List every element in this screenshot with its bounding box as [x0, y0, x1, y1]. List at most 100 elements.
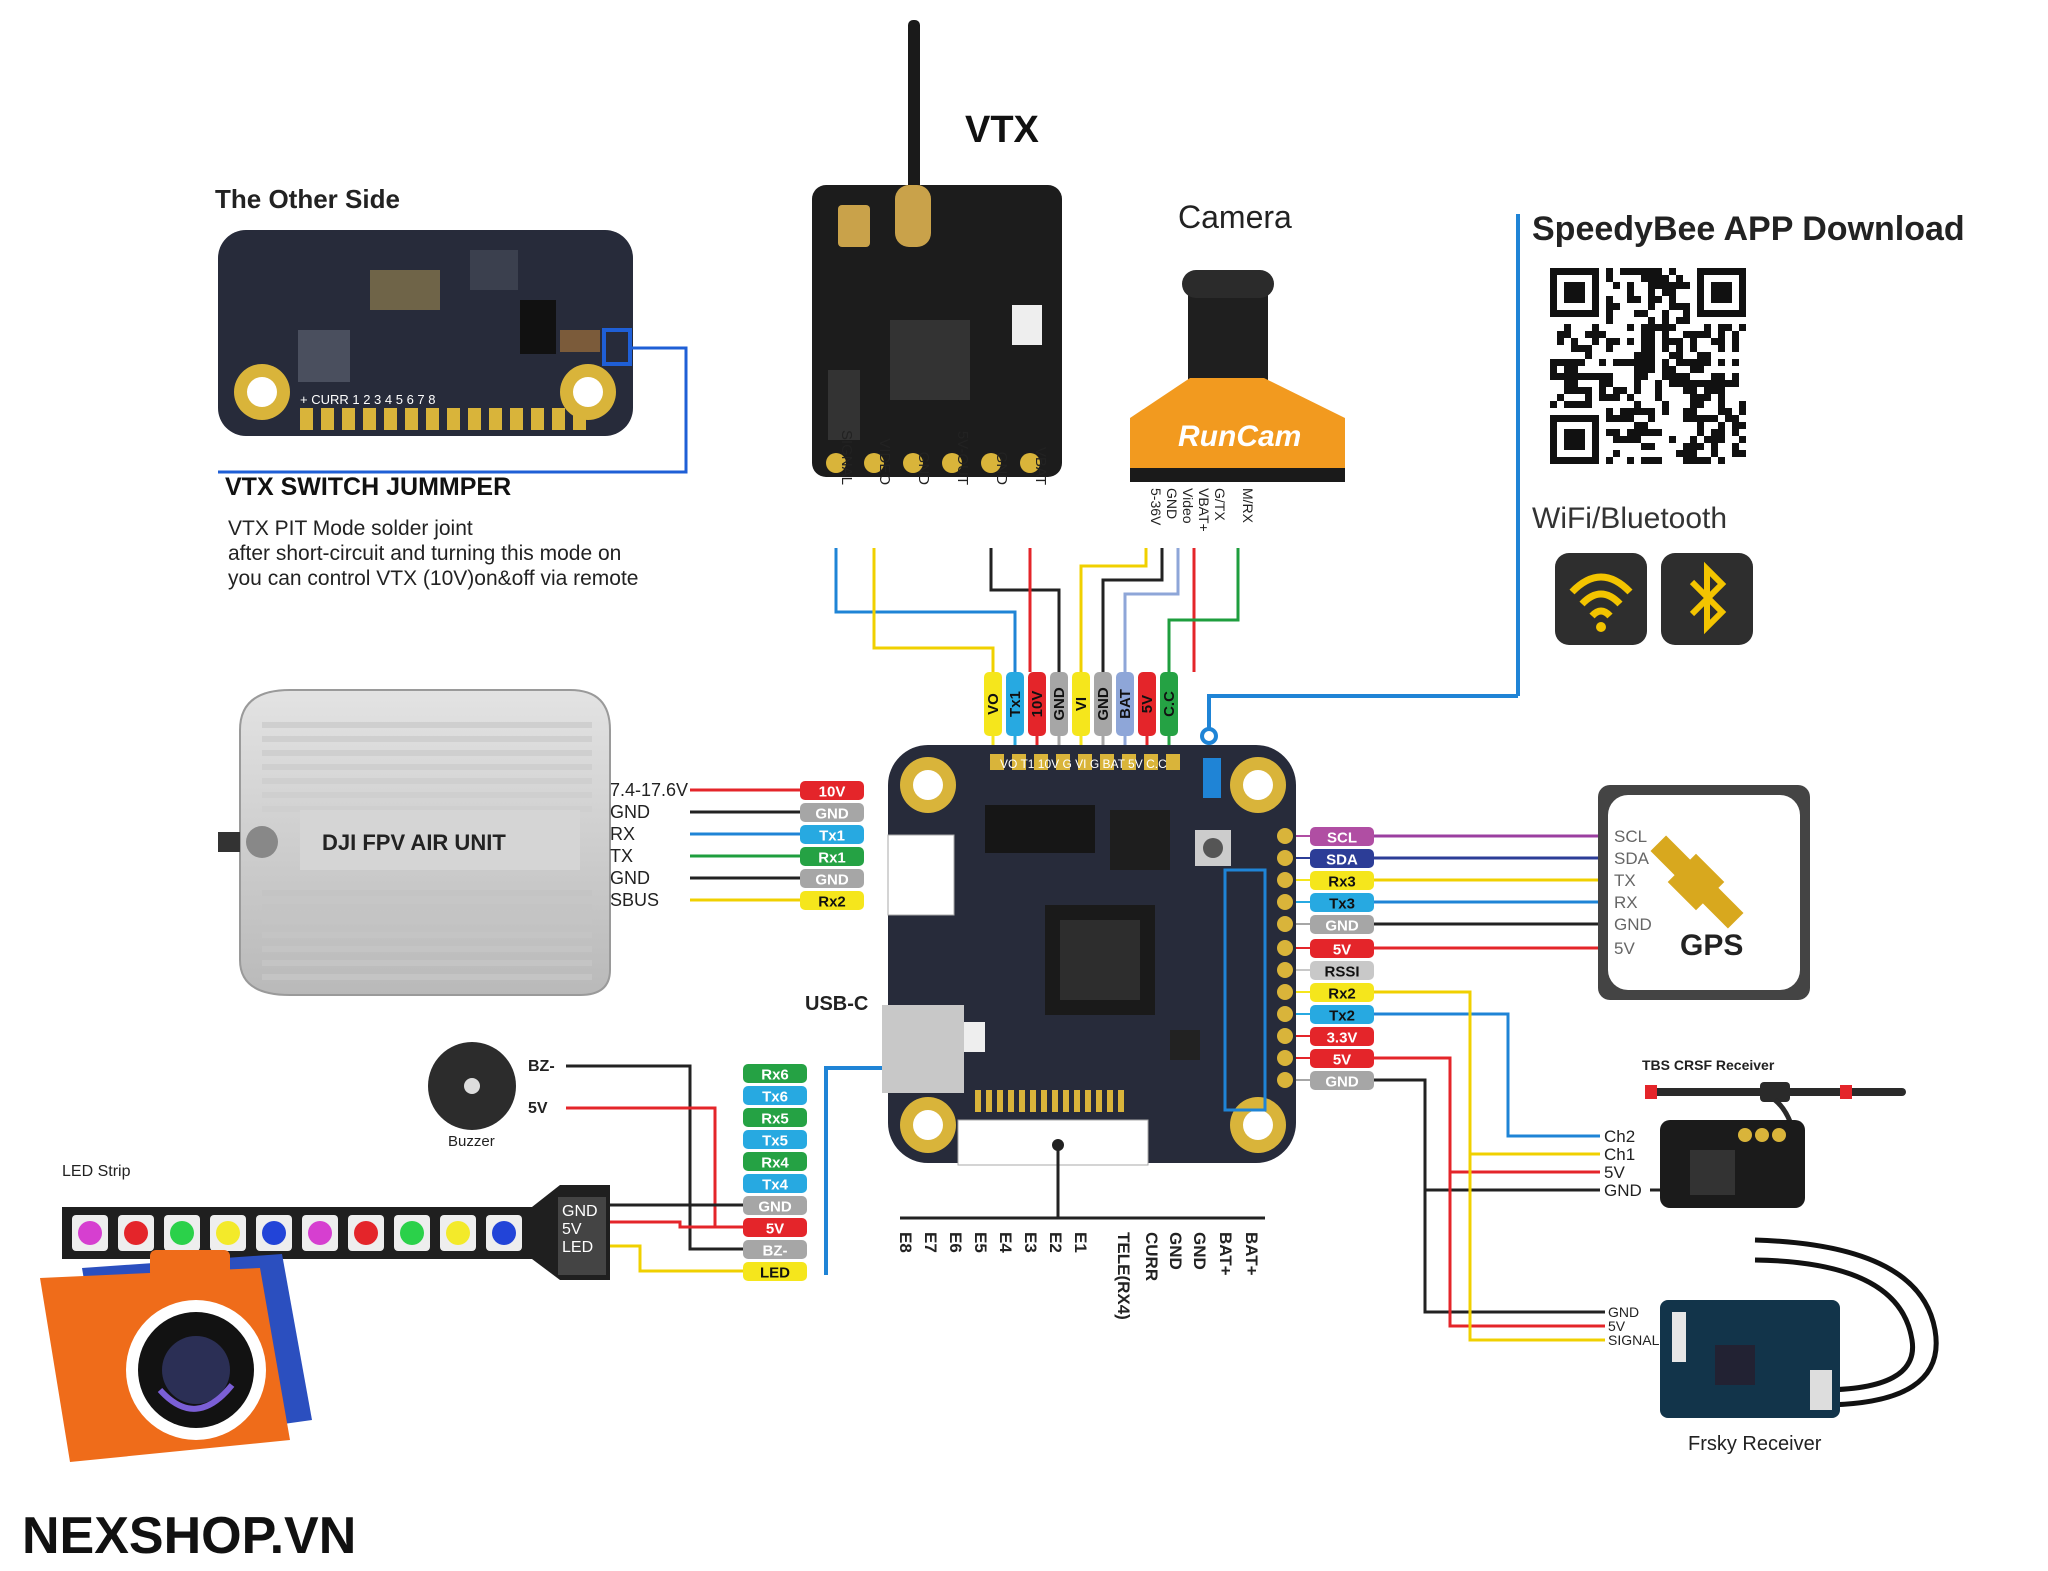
qr-code: [1544, 262, 1752, 470]
right-pad-swatch: [1310, 849, 1374, 868]
flight-controller: [882, 727, 1296, 1166]
camera-pin-label: 5-36V: [1148, 488, 1164, 526]
tbs-pin-label: Ch2: [1604, 1127, 1635, 1146]
board-bottom-solder-pad: [975, 1090, 981, 1112]
right-pad-swatch: [1310, 1005, 1374, 1024]
wire: [1374, 1056, 1600, 1174]
board-right-solder-pad: [1277, 916, 1293, 932]
board-top-solder-pad: [990, 754, 1004, 770]
camera-pin-label: VBAT+: [1196, 488, 1212, 532]
bottom-pin-label: CURR: [1142, 1232, 1161, 1281]
right-pad-label: SDA: [1326, 852, 1358, 869]
top-pad: GND: [1094, 672, 1112, 736]
bottom-pin-label: E5: [971, 1232, 990, 1253]
tbs-pin-label: GND: [1604, 1181, 1642, 1200]
dji-pad-label: GND: [815, 872, 849, 889]
vtx-pad: [903, 453, 923, 473]
wire: [1207, 694, 1518, 730]
right-pad-label: RSSI: [1324, 964, 1359, 981]
top-pad-label: Tx1: [1007, 691, 1024, 717]
wifi-icon: [1555, 553, 1647, 645]
led-pin-label: LED: [562, 1239, 593, 1256]
left-bottom-pad-swatch: [743, 1240, 807, 1259]
gps-pin-label: GND: [1614, 915, 1652, 934]
led-light: [78, 1221, 102, 1245]
left-bottom-pad-swatch: [743, 1152, 807, 1171]
wire: [1374, 1078, 1600, 1192]
gps-pin-label: RX: [1614, 893, 1638, 912]
frsky-pin-label: SIGNAL: [1608, 1332, 1660, 1348]
other-side-pad: [531, 408, 544, 430]
board-bottom-solder-pad: [1107, 1090, 1113, 1112]
gps-module: GPS: [1598, 785, 1810, 1000]
wire: [989, 548, 1061, 672]
bottom-pin-label: E3: [1021, 1232, 1040, 1253]
frsky-receiver: [1660, 1237, 1939, 1418]
bottom-pin-label: E1: [1071, 1232, 1090, 1253]
top-pad: 5V: [1138, 672, 1156, 736]
right-pad-label: Tx2: [1329, 1008, 1355, 1025]
top-pad-swatch: [1160, 672, 1178, 736]
board-bottom-solder-pad: [1019, 1090, 1025, 1112]
right-pad: RSSI: [1310, 961, 1374, 981]
top-pad-label: GND: [1095, 687, 1112, 721]
vtx-pin-label: VBAT: [1032, 447, 1049, 485]
board-bottom-solder-pad: [1096, 1090, 1102, 1112]
right-pad-swatch: [1310, 1071, 1374, 1090]
right-pad-swatch: [1310, 893, 1374, 912]
dji-pin-label: SBUS: [610, 890, 659, 910]
board-bottom-solder-pad: [986, 1090, 992, 1112]
right-pad: Tx2: [1310, 1005, 1374, 1025]
jumper-callout-line: [218, 346, 688, 474]
top-pad: 10V: [1028, 672, 1046, 736]
left-bottom-pad-swatch: [743, 1196, 807, 1215]
board-top-solder-pad: [1012, 754, 1026, 770]
led-light: [262, 1221, 286, 1245]
top-pad-label: 5V: [1139, 695, 1156, 713]
right-pad-swatch: [1310, 871, 1374, 890]
other-side-pad: [573, 408, 586, 430]
led-light: [446, 1221, 470, 1245]
left-bottom-pad-swatch: [743, 1262, 807, 1281]
right-pad-swatch: [1310, 915, 1374, 934]
other-side-title: The Other Side: [215, 184, 400, 214]
vtx-pad: [981, 453, 1001, 473]
usb-c-port[interactable]: [882, 1005, 964, 1093]
right-pad: 5V: [1310, 1049, 1374, 1069]
frsky-title: Frsky Receiver: [1688, 1433, 1822, 1455]
top-pad: BAT: [1116, 672, 1134, 736]
dji-pad-label: Tx1: [819, 828, 845, 845]
satellite-icon: [1650, 835, 1744, 929]
wifi-bt-title: WiFi/Bluetooth: [1532, 502, 1727, 535]
board-top-silk: VO T1 10V G VI G BAT 5V C.C: [1000, 757, 1167, 771]
gps-pin-label: SCL: [1614, 827, 1647, 846]
top-pad-swatch: [1116, 672, 1134, 736]
left-bottom-pad-label: Tx5: [762, 1133, 788, 1150]
camera-title: Camera: [1178, 199, 1292, 235]
board-bottom-solder-pad: [1063, 1090, 1069, 1112]
board-right-solder-pad: [1277, 894, 1293, 910]
left-bottom-pad: Tx6: [743, 1086, 807, 1106]
dji-pad-label: 10V: [819, 784, 846, 801]
bottom-pin-label: BAT+: [1216, 1232, 1235, 1276]
other-side-pad: [405, 408, 418, 430]
other-side-board: The Other Side + CURR 1 2 3 4 5 6 7 8: [215, 184, 633, 436]
left-bottom-pad: Tx5: [743, 1130, 807, 1150]
frsky-pin-label: 5V: [1608, 1318, 1626, 1334]
wire: [1167, 548, 1240, 672]
dji-pad-label: Rx1: [818, 850, 846, 867]
other-side-pad: [384, 408, 397, 430]
other-side-pad: [300, 408, 313, 430]
top-pad: GND: [1050, 672, 1068, 736]
app-download-title: SpeedyBee APP Download: [1532, 210, 1965, 248]
top-pad-label: VO: [985, 693, 1002, 715]
left-bottom-pad: GND: [743, 1196, 807, 1216]
bottom-pin-label: BAT+: [1242, 1232, 1261, 1276]
dji-title: DJI FPV AIR UNIT: [322, 830, 506, 855]
board-bottom-solder-pad: [997, 1090, 1003, 1112]
other-side-pad: [342, 408, 355, 430]
tbs-pin-label: 5V: [1604, 1163, 1625, 1182]
right-pad: 5V: [1310, 939, 1374, 959]
board-bottom-solder-pad: [1041, 1090, 1047, 1112]
left-bottom-pad-label: Tx4: [762, 1177, 789, 1194]
